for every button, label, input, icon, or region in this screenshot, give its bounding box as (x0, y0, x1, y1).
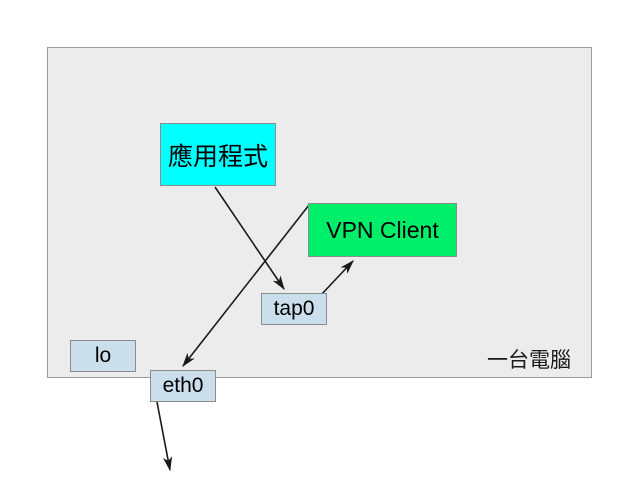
node-eth0-label: eth0 (162, 374, 204, 397)
node-lo-label: lo (94, 344, 112, 367)
node-tap0-label: tap0 (273, 297, 315, 320)
arrow-eth0-to-network (156, 401, 173, 472)
node-vpn-client[interactable]: VPN Client (308, 203, 457, 257)
node-vpn-client-label: VPN Client (326, 216, 439, 243)
node-lo[interactable]: lo (70, 340, 136, 372)
node-tap0[interactable]: tap0 (261, 293, 327, 325)
node-application[interactable]: 應用程式 (160, 123, 276, 186)
node-application-label: 應用程式 (167, 142, 268, 171)
computer-container-label: 一台電腦 (487, 349, 571, 372)
node-eth0[interactable]: eth0 (150, 370, 216, 402)
